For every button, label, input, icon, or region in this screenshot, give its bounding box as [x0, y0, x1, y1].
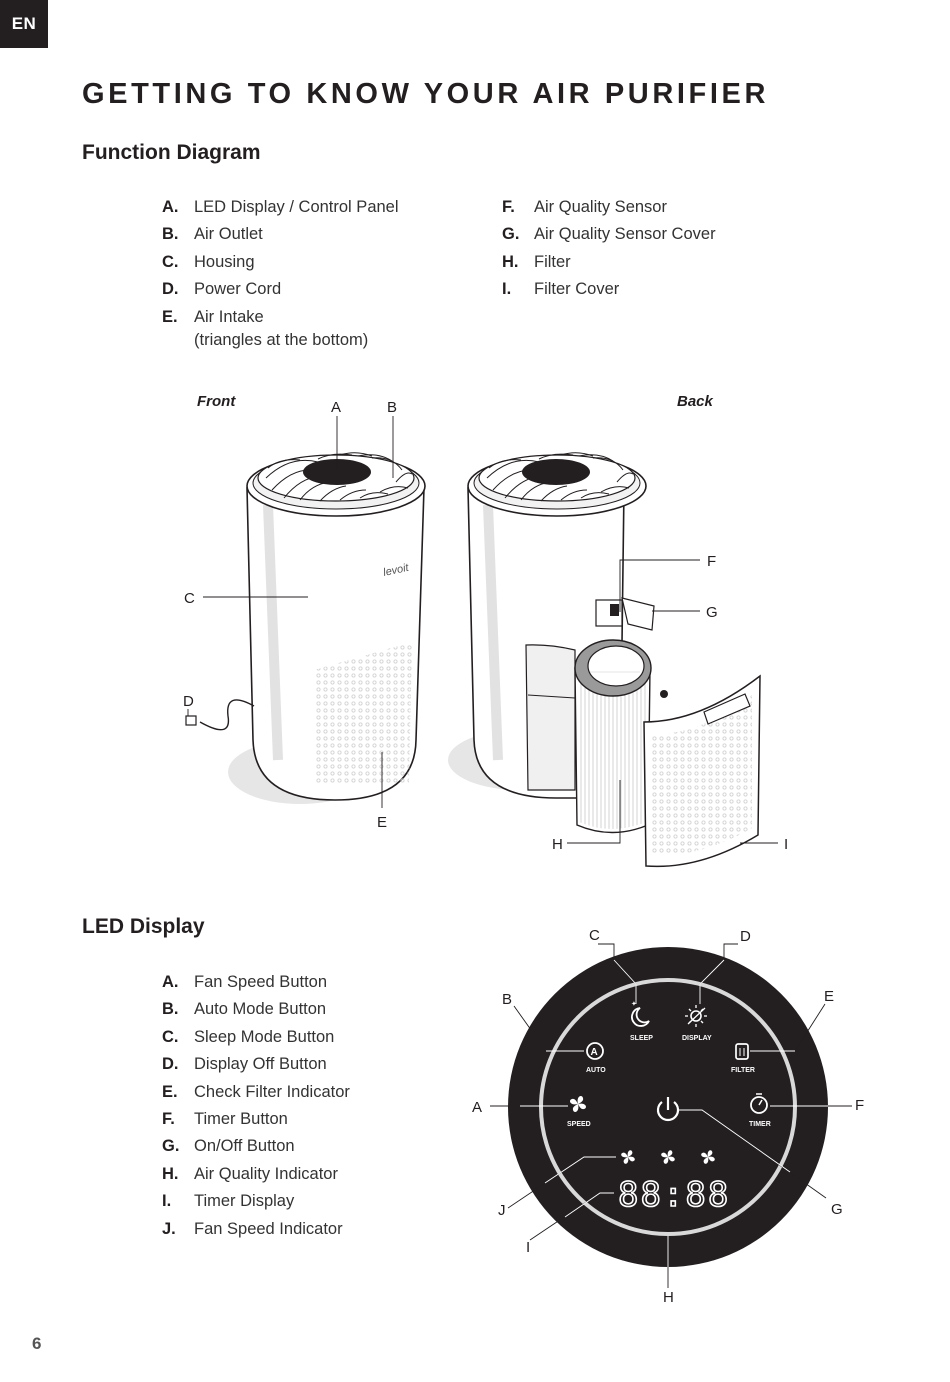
fan-icon	[570, 1096, 586, 1112]
list-item: B.Auto Mode Button	[162, 1000, 327, 1019]
list-item-sub: (triangles at the bottom)	[194, 330, 369, 349]
svg-text:A: A	[591, 1047, 598, 1058]
back-unit	[448, 452, 761, 868]
list-item: B.Air Outlet	[162, 225, 263, 244]
timer-icon	[750, 1096, 768, 1114]
timer-display: 88:88	[618, 1175, 730, 1215]
list-item: J.Fan Speed Indicator	[162, 1219, 343, 1238]
led-callout-h: H	[663, 1289, 674, 1306]
svg-text:AUTO: AUTO	[586, 1067, 606, 1074]
page-title: GETTING TO KNOW YOUR AIR PURIFIER	[82, 78, 770, 110]
sun-icon	[690, 1010, 702, 1022]
fan-icon	[661, 1150, 675, 1164]
timer-button: TIMER	[749, 1093, 771, 1128]
callout-h: H	[552, 836, 563, 853]
led-callout-g: G	[831, 1201, 843, 1218]
led-callout-f: F	[855, 1097, 864, 1114]
list-item: F.Air Quality Sensor	[502, 198, 667, 216]
list-item: E.Air Intake	[162, 307, 264, 326]
list-item: H.Air Quality Indicator	[162, 1164, 338, 1183]
function-diagram-heading: Function Diagram	[82, 141, 261, 164]
fan-speed-indicator	[621, 1150, 715, 1164]
svg-text:FILTER: FILTER	[731, 1067, 755, 1074]
power-plug-icon	[185, 715, 197, 726]
led-callout-c: C	[589, 927, 600, 944]
callout-d: D	[183, 693, 194, 710]
led-callout-lines	[490, 943, 852, 1288]
auto-icon	[586, 1042, 604, 1060]
list-item: A.Fan Speed Button	[162, 973, 328, 991]
list-item: H.Filter	[502, 252, 571, 271]
star-icon: ✦	[631, 1000, 637, 1008]
front-label: Front	[197, 393, 236, 410]
language-tab: EN	[0, 0, 48, 48]
svg-text:TIMER: TIMER	[749, 1121, 771, 1128]
fan-icon	[621, 1150, 635, 1164]
led-callout-j: J	[498, 1202, 506, 1219]
list-item: D.Display Off Button	[162, 1055, 327, 1074]
led-display-heading: LED Display	[82, 915, 205, 938]
list-item: I.Filter Cover	[502, 280, 620, 299]
brand-mark: levoit	[382, 562, 411, 579]
list-item: G.Air Quality Sensor Cover	[502, 225, 716, 244]
list-item: I.Timer Display	[162, 1192, 295, 1211]
led-panel	[508, 947, 828, 1267]
callout-i: I	[784, 836, 788, 853]
led-callout-e: E	[824, 988, 834, 1005]
callout-f: F	[707, 553, 716, 570]
callout-g: G	[706, 604, 718, 621]
led-callout-d: D	[740, 928, 751, 945]
callout-a: A	[331, 399, 341, 416]
led-callout-a: A	[472, 1099, 482, 1116]
svg-text:DISPLAY: DISPLAY	[682, 1035, 712, 1042]
led-callout-b: B	[502, 991, 512, 1008]
fan-icon	[701, 1150, 715, 1164]
function-diagram-illustration: Front Back levoit	[183, 393, 788, 868]
function-list-left: A.LED Display / Control Panel B.Air Outl…	[162, 198, 399, 359]
sleep-button: ✦ SLEEP	[630, 1000, 653, 1042]
back-label: Back	[677, 393, 714, 410]
auto-button: A AUTO	[586, 1042, 606, 1074]
list-item: E.Check Filter Indicator	[162, 1082, 350, 1101]
on-off-button	[656, 1097, 680, 1122]
moon-icon	[631, 1007, 650, 1027]
front-unit: levoit	[185, 452, 426, 804]
led-callout-i: I	[526, 1239, 530, 1256]
svg-text:SLEEP: SLEEP	[630, 1035, 653, 1042]
list-item: C.Sleep Mode Button	[162, 1027, 335, 1046]
filter-icon	[735, 1043, 749, 1060]
list-item: A.LED Display / Control Panel	[162, 198, 399, 216]
list-item: D.Power Cord	[162, 280, 282, 299]
led-list: A.Fan Speed Button B.Auto Mode Button C.…	[162, 973, 350, 1247]
list-item: C.Housing	[162, 252, 255, 271]
list-item: F.Timer Button	[162, 1109, 288, 1128]
page-number: 6	[32, 1334, 42, 1353]
list-item: G.On/Off Button	[162, 1137, 295, 1156]
display-button: DISPLAY	[682, 1005, 712, 1042]
check-filter-indicator: FILTER	[731, 1043, 755, 1074]
callout-c: C	[184, 590, 195, 607]
power-icon	[656, 1101, 680, 1122]
svg-text:SPEED: SPEED	[567, 1121, 591, 1128]
function-callout-lines	[187, 416, 778, 844]
callout-e: E	[377, 814, 387, 831]
function-list-right: F.Air Quality Sensor G.Air Quality Senso…	[502, 198, 716, 308]
fan-speed-button: SPEED	[567, 1096, 591, 1128]
callout-b: B	[387, 399, 397, 416]
air-quality-ring	[539, 978, 797, 1236]
